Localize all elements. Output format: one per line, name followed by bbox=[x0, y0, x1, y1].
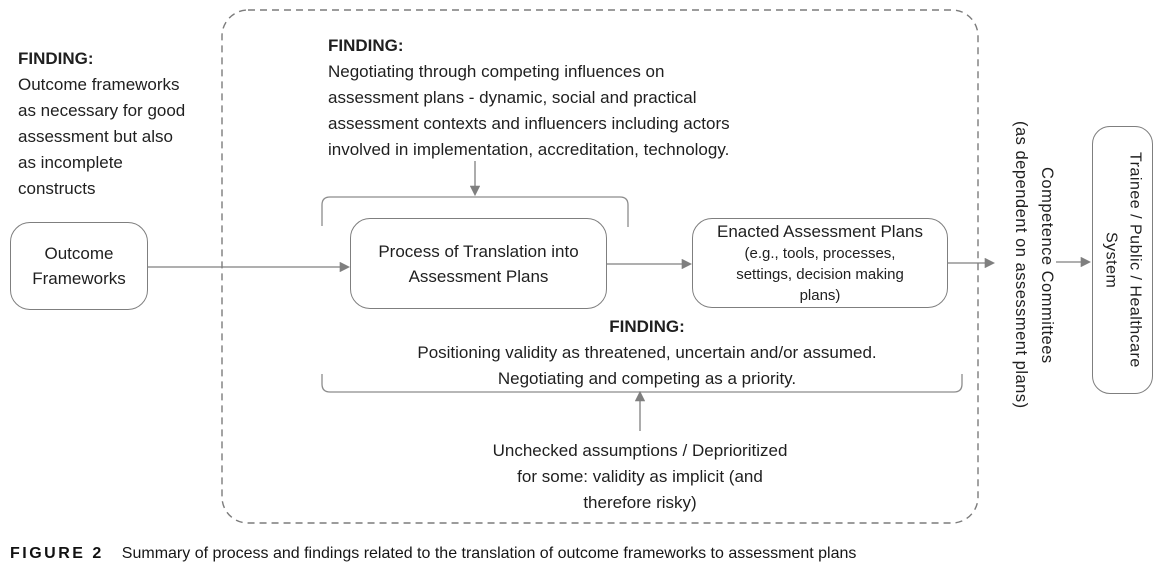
finding-left-line: as incomplete bbox=[18, 153, 123, 172]
node-process-line: Assessment Plans bbox=[408, 266, 549, 286]
finding-top-line: assessment plans - dynamic, social and p… bbox=[328, 88, 697, 107]
finding-bottom-label: FINDING: bbox=[609, 317, 685, 336]
node-enacted-subtitle-line: (e.g., tools, processes, bbox=[744, 245, 896, 262]
unchecked-note-line: Unchecked assumptions / Deprioritized bbox=[492, 441, 788, 460]
finding-left-label: FINDING: bbox=[18, 49, 94, 68]
finding-left-line: constructs bbox=[18, 179, 96, 198]
node-trainee-public-healthcare: Trainee / Public / Healthcare System bbox=[1092, 126, 1153, 394]
finding-top-label: FINDING: bbox=[328, 36, 404, 55]
finding-top-line: involved in implementation, accreditatio… bbox=[328, 140, 730, 159]
node-enacted-subtitle-line: plans) bbox=[799, 287, 841, 304]
unchecked-note-line: for some: validity as implicit (and bbox=[517, 467, 763, 486]
finding-bottom-line: Negotiating and competing as a priority. bbox=[497, 369, 797, 388]
node-process-line: Process of Translation into bbox=[378, 241, 579, 261]
figure-caption: FIGURE 2 Summary of process and findings … bbox=[10, 545, 856, 563]
node-trainee-line: Trainee / Public / Healthcare bbox=[1126, 152, 1144, 368]
node-trainee-line: System bbox=[1102, 231, 1120, 289]
top-bracket bbox=[321, 196, 629, 227]
unchecked-note-line: therefore risky) bbox=[583, 493, 697, 512]
finding-left-line: Outcome frameworks bbox=[18, 75, 180, 94]
finding-top-line: assessment contexts and influencers incl… bbox=[328, 114, 730, 133]
figure-caption-number: FIGURE 2 bbox=[10, 545, 104, 562]
finding-left-line: assessment but also bbox=[18, 127, 173, 146]
node-enacted-assessment-plans: Enacted Assessment Plans (e.g., tools, p… bbox=[692, 218, 948, 308]
finding-top-line: Negotiating through competing influences… bbox=[328, 62, 665, 81]
competence-committees-label: Competence Committees (as dependent on a… bbox=[996, 78, 1060, 452]
node-outcome-frameworks-label: Outcome Frameworks bbox=[32, 244, 126, 288]
finding-top-annotation: FINDING: Negotiating through competing i… bbox=[328, 33, 730, 163]
competence-committees-line: (as dependent on assessment plans) bbox=[1012, 121, 1030, 409]
node-enacted-title: Enacted Assessment Plans bbox=[716, 222, 923, 241]
finding-bottom-line: Positioning validity as threatened, unce… bbox=[417, 343, 877, 362]
finding-left-line: as necessary for good bbox=[18, 101, 186, 120]
competence-committees-line: Competence Committees bbox=[1038, 166, 1056, 364]
node-process-of-translation: Process of Translation into Assessment P… bbox=[350, 218, 607, 309]
figure-caption-text: Summary of process and findings related … bbox=[121, 545, 857, 562]
node-enacted-subtitle-line: settings, decision making bbox=[736, 266, 904, 283]
node-outcome-frameworks: Outcome Frameworks bbox=[10, 222, 148, 310]
finding-bottom-annotation: FINDING: Positioning validity as threate… bbox=[330, 314, 964, 392]
unchecked-assumptions-note: Unchecked assumptions / Deprioritized fo… bbox=[420, 438, 860, 516]
finding-left-annotation: FINDING: Outcome frameworks as necessary… bbox=[18, 46, 223, 202]
